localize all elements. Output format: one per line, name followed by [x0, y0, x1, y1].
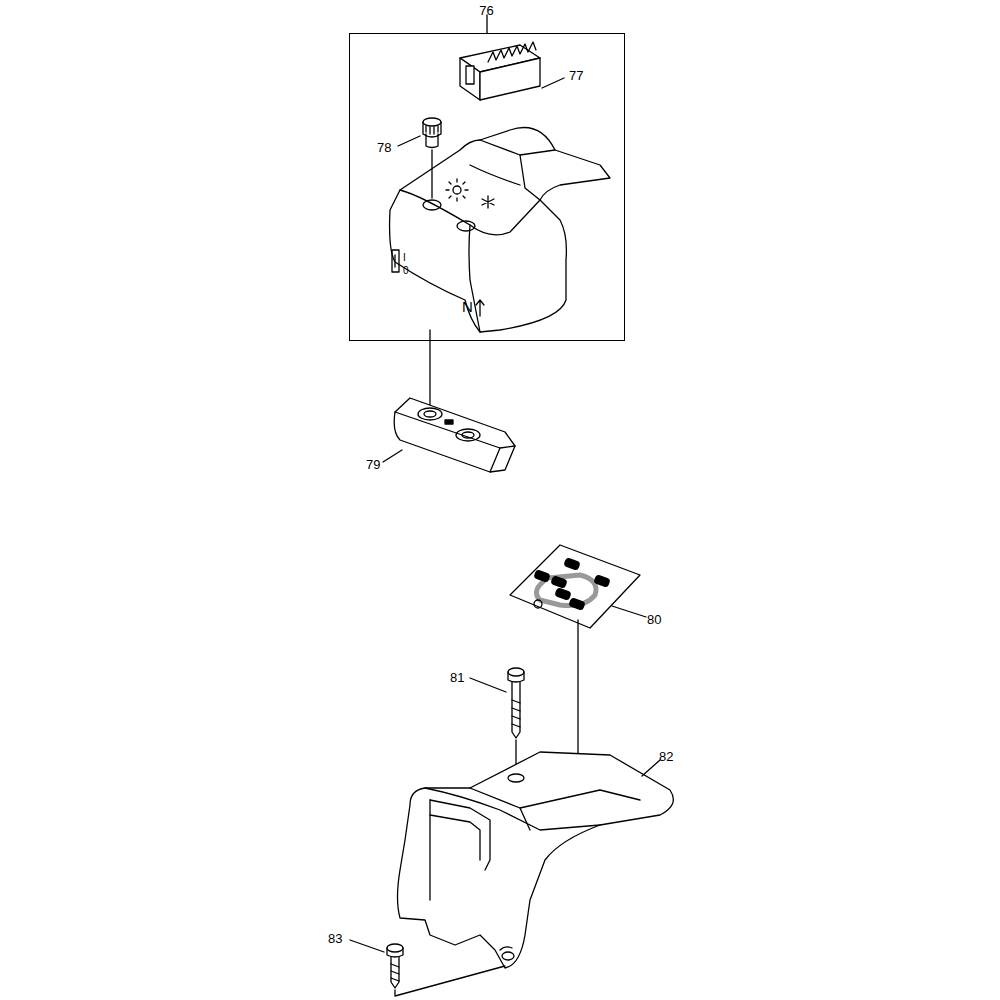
screw-part: [387, 944, 403, 988]
leader-line: [542, 78, 564, 88]
leader-line: [398, 136, 420, 146]
knob-part: [423, 118, 441, 148]
leader-line: [612, 606, 646, 617]
leader-line: [486, 15, 487, 33]
screw-part: [508, 668, 524, 738]
insert-part: [460, 42, 540, 100]
leader-line: [642, 760, 660, 776]
leader-line: [350, 940, 384, 952]
cover-housing: [390, 128, 610, 333]
callout-number: 77: [569, 69, 583, 82]
callout-number: 76: [479, 4, 493, 17]
assembly-line: [395, 966, 505, 996]
assembly-line: [429, 330, 430, 408]
panel-marking: 0: [403, 266, 409, 276]
callout-number: 81: [450, 671, 464, 684]
leader-line: [383, 450, 402, 462]
part-group-frame: 76: [349, 33, 625, 341]
callout-number: 78: [377, 141, 391, 154]
leader-line: [470, 678, 506, 692]
control-decal: [510, 545, 640, 628]
callout-number: 80: [647, 613, 661, 626]
assembly-line: [431, 150, 432, 198]
panel-marking: I: [403, 253, 406, 263]
handle-base: [398, 752, 674, 968]
callout-number: 82: [659, 750, 673, 763]
callout-number: 79: [366, 458, 380, 471]
switch-plate: [394, 398, 515, 472]
callout-number: 83: [328, 932, 342, 945]
panel-marking: N: [462, 299, 473, 314]
